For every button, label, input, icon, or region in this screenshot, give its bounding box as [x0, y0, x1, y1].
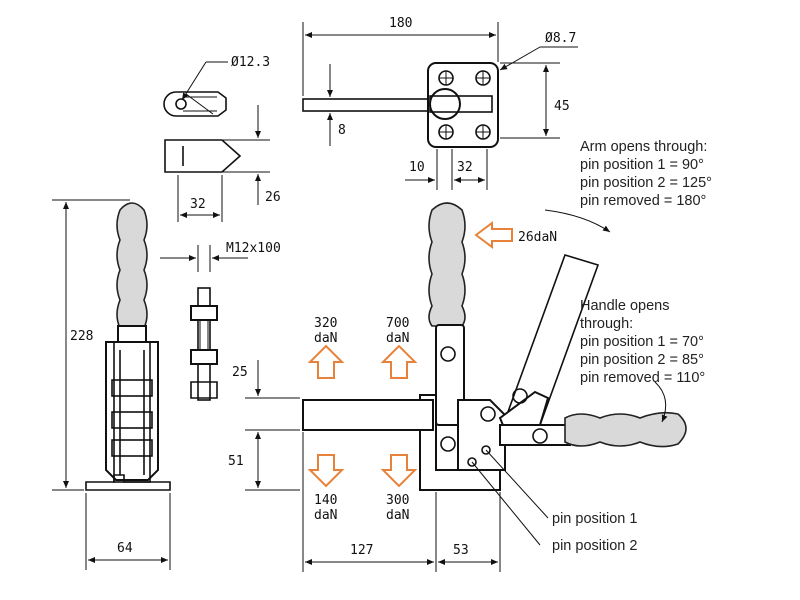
dim-m12-label: M12x100 [226, 241, 281, 256]
dim-127-label: 127 [350, 543, 373, 558]
dim-64-label: 64 [117, 541, 133, 556]
force-300-label: 300 [386, 493, 409, 508]
dim-45-label: 45 [554, 99, 570, 114]
side-view: 320 daN 700 daN 140 daN 300 daN 26daN 25… [228, 202, 687, 572]
dim-25-label: 25 [232, 365, 248, 380]
handle-note-line-1: Handle opens [580, 298, 670, 314]
force-700-label: 700 [386, 316, 409, 331]
force-140-label: 140 [314, 493, 337, 508]
dim-10-label: 10 [409, 160, 425, 175]
dim-180-label: 180 [389, 16, 412, 31]
dim-53-label: 53 [453, 543, 469, 558]
handle-opening-notes: Handle opens through: pin position 1 = 7… [580, 298, 705, 386]
force-320-label: 320 [314, 316, 337, 331]
handle-note-line-2: through: [580, 316, 633, 332]
dim-51-label: 51 [228, 454, 244, 469]
force-140-unit: daN [314, 508, 337, 523]
arm-note-line-4: pin removed = 180° [580, 193, 706, 209]
spindle-bolt: M12x100 [160, 241, 281, 401]
arm-note-line-1: Arm opens through: [580, 139, 707, 155]
dim-26-label: 26 [265, 190, 281, 205]
arm-note-line-3: pin position 2 = 125° [580, 175, 712, 191]
arm-opening-notes: Arm opens through: pin position 1 = 90° … [580, 139, 712, 209]
pin-position-2-label: pin position 2 [552, 538, 637, 554]
handle-note-line-5: pin removed = 110° [580, 370, 705, 386]
force-700-unit: daN [386, 331, 409, 346]
dim-228-label: 228 [70, 329, 93, 344]
handle-note-line-4: pin position 2 = 85° [580, 352, 704, 368]
top-view: 180 Ø8.7 45 8 10 32 [302, 16, 578, 190]
force-handle-label: 26daN [518, 230, 557, 245]
force-320-unit: daN [314, 331, 337, 346]
handle-note-line-3: pin position 1 = 70° [580, 334, 704, 350]
dim-hole-diameter-label: Ø8.7 [545, 31, 576, 46]
spindle-tip-detail: Ø12.3 26 32 [163, 55, 281, 222]
dim-32-side-label: 32 [190, 197, 206, 212]
pin-position-1-label: pin position 1 [552, 511, 637, 527]
force-300-unit: daN [386, 508, 409, 523]
front-view: 64 228 [52, 199, 171, 570]
arm-note-line-2: pin position 1 = 90° [580, 157, 704, 173]
dim-8-label: 8 [338, 123, 346, 138]
dim-32-top-label: 32 [457, 160, 473, 175]
dim-tip-diameter-label: Ø12.3 [231, 55, 270, 70]
